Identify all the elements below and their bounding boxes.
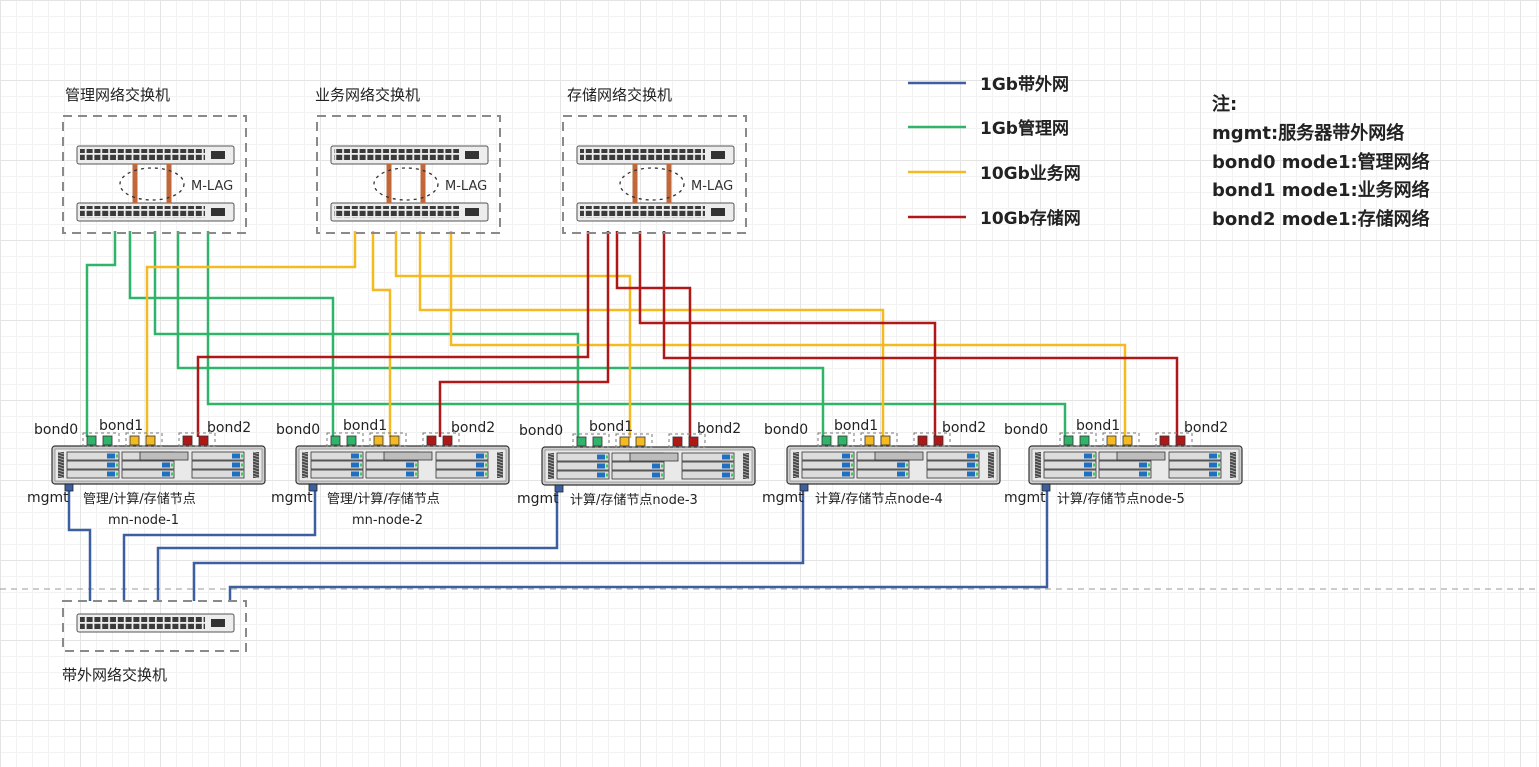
- storage-wire-node1: [196, 231, 590, 437]
- biz-switch-title: 业务网络交换机: [315, 86, 420, 104]
- storage-switch-upper: [576, 145, 735, 165]
- biz-wire-node1: [145, 231, 357, 437]
- mgmt-label: mgmt: [27, 490, 69, 506]
- storage-wire-node3: [615, 231, 692, 438]
- biz-wire-node5: [449, 231, 1127, 437]
- biz-switch-lower: [330, 202, 489, 222]
- mgmt-switch-title: 管理网络交换机: [65, 86, 170, 104]
- node-role-label: 管理/计算/存储节点: [327, 492, 440, 507]
- mgmt-wire-node4: [176, 231, 825, 437]
- bond1-label: bond1: [343, 418, 387, 434]
- notes-title: 注:: [1212, 93, 1237, 115]
- oob-wire-node5: [228, 490, 1049, 601]
- bond2-label: bond2: [1184, 420, 1228, 436]
- bond1-label: bond1: [1076, 418, 1120, 434]
- mgmt-label: mgmt: [762, 490, 804, 506]
- legend-label-business: 10Gb业务网: [980, 163, 1081, 184]
- bond1-label: bond1: [589, 419, 633, 435]
- biz-wire-node3: [394, 231, 632, 438]
- notes-line-bond2: bond2 mode1:存储网络: [1212, 208, 1430, 230]
- server-nodes: bond0 bond1 bond2 mgmt 管理/计算/存储节点 mn-node-1 bo…: [27, 418, 1243, 528]
- storage-switch-title: 存储网络交换机: [567, 86, 672, 104]
- node-name-label: mn-node-2: [352, 513, 423, 528]
- mgmt-switch-mlag-link: [119, 164, 185, 203]
- oob-switch-unit: [76, 613, 235, 633]
- oob-switch-title: 带外网络交换机: [62, 666, 167, 684]
- node-role-label: 计算/存储节点node-5: [1057, 492, 1185, 507]
- mgmt-switch-lower: [76, 202, 235, 222]
- oob-switch-group: [62, 600, 247, 652]
- bond0-label: bond0: [764, 422, 808, 438]
- mgmt-wire-node1: [85, 231, 117, 437]
- storage-wire-node2: [438, 231, 610, 437]
- storage-switch-group: [562, 115, 747, 234]
- biz-wire-node2: [371, 231, 392, 437]
- switch-units: M-LAG M-LAG M-LAG: [76, 145, 735, 633]
- bond0-label: bond0: [1004, 422, 1048, 438]
- bond2-label: bond2: [697, 421, 741, 437]
- wires: [67, 231, 1179, 601]
- notes-line-bond0: bond0 mode1:管理网络: [1212, 151, 1430, 173]
- biz-switch-mlag-link: [373, 164, 439, 203]
- server-node: [786, 432, 1001, 492]
- oob-wire-node2: [122, 490, 317, 601]
- mgmt-wire-node3: [153, 231, 580, 438]
- legend-label-mgmt: 1Gb管理网: [980, 118, 1069, 139]
- mgmt-label: mgmt: [271, 490, 313, 506]
- oob-wire-node3: [156, 490, 559, 601]
- mgmt-switch-group: [62, 115, 247, 234]
- server-node: [541, 433, 756, 493]
- node-role-label: 管理/计算/存储节点: [83, 492, 196, 507]
- bond2-label: bond2: [207, 420, 251, 436]
- server-node: [295, 432, 510, 492]
- storage-wire-node4: [638, 231, 937, 437]
- mgmt-switch-mlag-label: M-LAG: [191, 179, 233, 194]
- bond1-label: bond1: [99, 418, 143, 434]
- mgmt-switch-upper: [76, 145, 235, 165]
- storage-switch-mlag-label: M-LAG: [691, 179, 733, 194]
- biz-switch-mlag-label: M-LAG: [445, 179, 487, 194]
- bond0-label: bond0: [519, 423, 563, 439]
- storage-switch-lower: [576, 202, 735, 222]
- server-node: [1028, 432, 1243, 492]
- bond0-label: bond0: [276, 422, 320, 438]
- biz-switch-group: [316, 115, 501, 234]
- bond2-label: bond2: [942, 420, 986, 436]
- legend-label-storage: 10Gb存储网: [980, 208, 1081, 229]
- oob-wire-node1: [67, 490, 92, 601]
- biz-wire-node4: [418, 231, 885, 437]
- storage-switch-mlag-link: [619, 164, 685, 203]
- node-role-label: 计算/存储节点node-4: [815, 492, 943, 507]
- mgmt-wire-node5: [206, 231, 1067, 437]
- mgmt-label: mgmt: [1004, 490, 1046, 506]
- notes-line-bond1: bond1 mode1:业务网络: [1212, 179, 1430, 201]
- legend: 1Gb带外网 1Gb管理网 10Gb业务网 10Gb存储网: [908, 74, 1081, 229]
- server-node: [51, 432, 266, 492]
- bond2-label: bond2: [451, 420, 495, 436]
- oob-wire-node4: [192, 490, 805, 601]
- switch-groups: 管理网络交换机 业务网络交换机 存储网络交换机 带外网络交换机: [62, 86, 747, 684]
- legend-label-oob: 1Gb带外网: [980, 74, 1069, 95]
- bond0-label: bond0: [34, 422, 78, 438]
- storage-wire-node5: [662, 231, 1179, 437]
- mgmt-label: mgmt: [517, 491, 559, 507]
- node-role-label: 计算/存储节点node-3: [570, 493, 698, 508]
- biz-switch-upper: [330, 145, 489, 165]
- node-name-label: mn-node-1: [108, 513, 179, 528]
- bond1-label: bond1: [834, 418, 878, 434]
- notes-line-mgmt: mgmt:服务器带外网络: [1212, 122, 1404, 144]
- notes: 注: mgmt:服务器带外网络 bond0 mode1:管理网络 bond1 m…: [1212, 93, 1430, 230]
